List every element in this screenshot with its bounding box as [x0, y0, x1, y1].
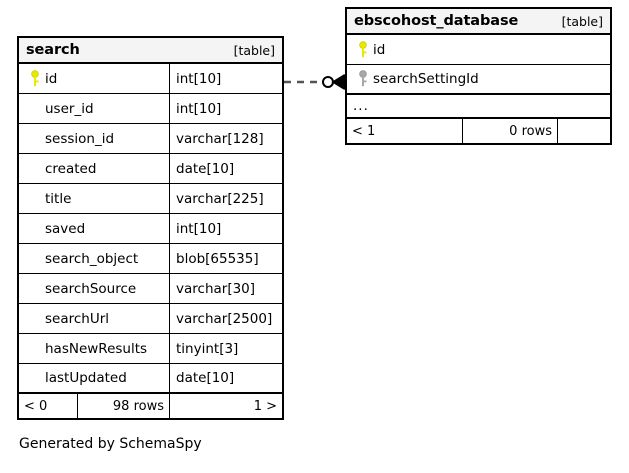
column-name-cell: created [19, 154, 169, 183]
generated-by-caption: Generated by SchemaSpy [19, 436, 202, 452]
column-type: varchar[128] [169, 124, 282, 153]
column-name: saved [45, 220, 86, 237]
table-header: search [table] [19, 38, 282, 64]
column-type: int[10] [169, 64, 282, 93]
table-row[interactable]: id int[10] [19, 64, 282, 94]
column-name: session_id [45, 130, 115, 147]
column-type: tinyint[3] [169, 334, 282, 363]
column-type: date[10] [169, 364, 282, 392]
column-name: title [45, 190, 72, 207]
column-name-cell: title [19, 184, 169, 213]
table-row[interactable]: user_id int[10] [19, 94, 282, 124]
column-name-cell: id [19, 64, 169, 93]
column-name-cell: saved [19, 214, 169, 243]
column-name: id [373, 41, 386, 58]
column-name: id [45, 70, 58, 87]
prev-page-button[interactable]: < 0 [24, 398, 48, 414]
column-type: int[10] [169, 214, 282, 243]
key-icon [25, 69, 45, 88]
column-name: lastUpdated [45, 370, 127, 386]
table-row[interactable]: lastUpdated date[10] [19, 364, 282, 394]
row-count-label: 0 rows [462, 119, 557, 143]
prev-page-button[interactable]: < 1 [352, 123, 376, 139]
table-type-tag: [table] [561, 13, 603, 29]
column-name-cell: searchSettingId [347, 65, 610, 93]
table-row[interactable]: id [347, 35, 610, 65]
table-row[interactable]: search_object blob[65535] [19, 244, 282, 274]
table-row[interactable]: searchSource varchar[30] [19, 274, 282, 304]
column-name: searchUrl [45, 310, 110, 327]
column-name: created [45, 160, 97, 177]
table-row[interactable]: session_id varchar[128] [19, 124, 282, 154]
column-name: user_id [45, 100, 94, 117]
table-row[interactable]: searchSettingId [347, 65, 610, 95]
column-name: searchSource [45, 280, 137, 297]
table-footer: < 1 0 rows [347, 119, 610, 143]
table-title: ebscohost_database [354, 13, 519, 29]
next-page-button[interactable]: 1 > [169, 394, 282, 418]
relationship-connector [284, 66, 348, 98]
column-type: varchar[2500] [169, 304, 282, 333]
column-name: hasNewResults [45, 340, 148, 357]
column-name-cell: searchSource [19, 274, 169, 303]
column-type: blob[65535] [169, 244, 282, 273]
key-icon [353, 70, 373, 88]
table-row[interactable]: searchUrl varchar[2500] [19, 304, 282, 334]
column-name: searchSettingId [373, 71, 479, 87]
column-name-cell: session_id [19, 124, 169, 153]
zero-to-many-connector-icon [284, 74, 346, 90]
column-name-cell: lastUpdated [19, 364, 169, 392]
column-type: varchar[30] [169, 274, 282, 303]
table-row[interactable]: saved int[10] [19, 214, 282, 244]
table-type-tag: [table] [233, 42, 275, 58]
table-row[interactable]: created date[10] [19, 154, 282, 184]
row-count-label: 98 rows [77, 394, 169, 418]
table-title: search [26, 42, 80, 58]
crowsfoot-fill-icon [333, 75, 345, 89]
table-header: ebscohost_database [table] [347, 9, 610, 35]
column-name-cell: searchUrl [19, 304, 169, 333]
column-type: varchar[225] [169, 184, 282, 213]
column-name-cell: hasNewResults [19, 334, 169, 363]
column-type: int[10] [169, 94, 282, 123]
more-columns-indicator[interactable]: ... [347, 95, 610, 119]
table-search[interactable]: search [table] id int[10] user_id [17, 36, 284, 420]
column-name: search_object [45, 250, 139, 267]
next-page-button[interactable] [557, 119, 610, 143]
table-footer: < 0 98 rows 1 > [19, 394, 282, 418]
table-ebscohost-database[interactable]: ebscohost_database [table] id [345, 7, 612, 145]
table-row[interactable]: title varchar[225] [19, 184, 282, 214]
table-row[interactable]: hasNewResults tinyint[3] [19, 334, 282, 364]
column-type: date[10] [169, 154, 282, 183]
column-name-cell: user_id [19, 94, 169, 123]
column-name-cell: id [347, 35, 610, 64]
column-name-cell: search_object [19, 244, 169, 273]
key-icon [353, 40, 373, 59]
